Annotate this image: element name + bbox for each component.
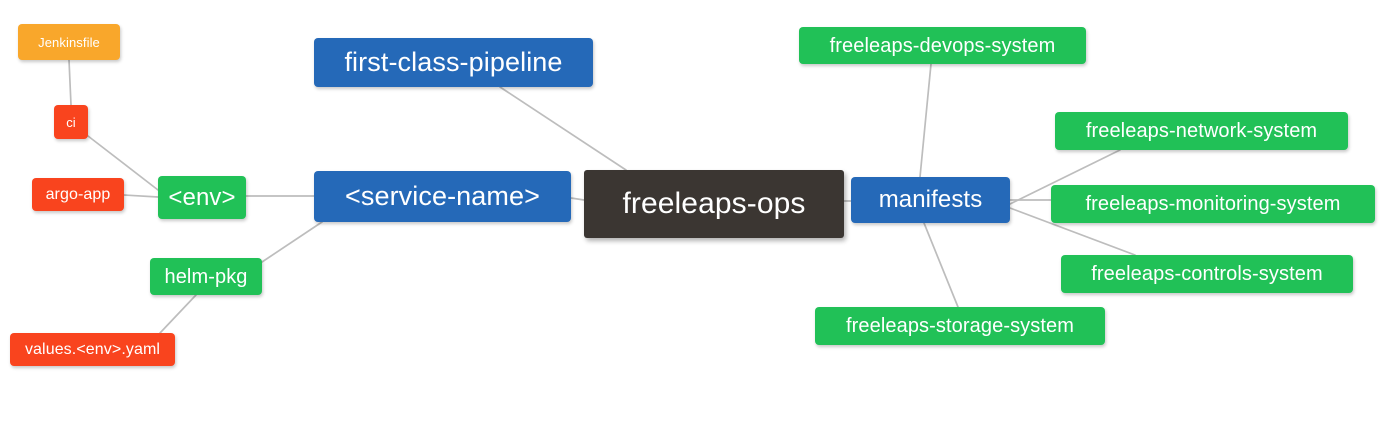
node-network-system[interactable]: freeleaps-network-system [1055, 112, 1348, 150]
node-first-class[interactable]: first-class-pipeline [314, 38, 593, 87]
node-helm-pkg[interactable]: helm-pkg [150, 258, 262, 295]
node-devops-system[interactable]: freeleaps-devops-system [799, 27, 1086, 64]
edge-first-class-to-freeleaps-ops [499, 86, 627, 171]
node-manifests[interactable]: manifests [851, 177, 1010, 223]
edge-helm-pkg-to-service-name [261, 221, 323, 263]
edge-manifests-to-storage-system [923, 222, 959, 308]
node-storage-system[interactable]: freeleaps-storage-system [815, 307, 1105, 345]
node-argo-app[interactable]: argo-app [32, 178, 124, 211]
node-service-name[interactable]: <service-name> [314, 171, 571, 222]
node-controls-system[interactable]: freeleaps-controls-system [1061, 255, 1353, 293]
node-freeleaps-ops[interactable]: freeleaps-ops [584, 170, 844, 238]
node-env[interactable]: <env> [158, 176, 246, 219]
node-monitoring-system[interactable]: freeleaps-monitoring-system [1051, 185, 1375, 223]
edge-jenkinsfile-to-ci [68, 59, 72, 106]
node-values-yaml[interactable]: values.<env>.yaml [10, 333, 175, 366]
edge-manifests-to-devops-system [919, 63, 932, 178]
edge-service-name-to-freeleaps-ops [570, 197, 585, 201]
edge-values-yaml-to-helm-pkg [159, 294, 197, 334]
node-jenkinsfile[interactable]: Jenkinsfile [18, 24, 120, 60]
edge-argo-app-to-env [123, 194, 159, 198]
node-ci[interactable]: ci [54, 105, 88, 139]
